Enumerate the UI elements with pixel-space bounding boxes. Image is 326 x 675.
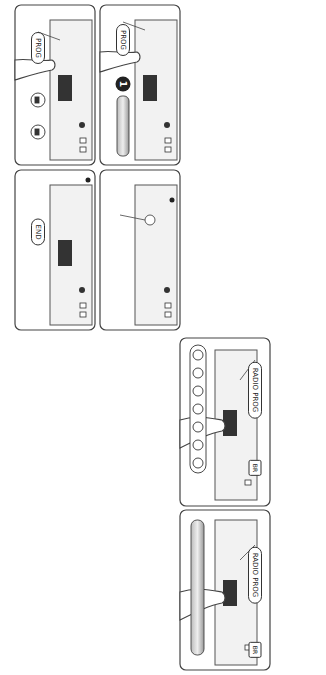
label-text: PROG — [119, 30, 127, 50]
terminal — [245, 480, 251, 485]
panel-frame — [15, 5, 95, 165]
terminal — [80, 303, 86, 308]
label-text: 1 — [118, 81, 128, 87]
label-text: RADIO PROG — [251, 368, 259, 413]
chip — [223, 410, 237, 436]
chip — [58, 75, 72, 101]
duration-bar — [191, 520, 204, 655]
beep-symbols — [190, 345, 206, 473]
terminal — [165, 147, 171, 152]
callout-label: RADIO PROG — [248, 547, 262, 604]
terminal — [80, 147, 86, 152]
component — [79, 287, 85, 293]
leader-line — [120, 215, 145, 220]
panel-frame — [180, 338, 270, 506]
panel-frame — [100, 5, 180, 165]
component — [164, 122, 170, 128]
circuit-board — [50, 185, 92, 325]
callout-label: 1 — [116, 77, 131, 92]
callout-label: PROG — [31, 32, 45, 64]
circuit-board — [50, 20, 92, 160]
terminal — [80, 312, 86, 317]
terminal — [165, 138, 171, 143]
callout-label: BR — [249, 460, 262, 476]
label-text: BR — [252, 646, 259, 654]
label-text: PROG — [34, 38, 42, 58]
circuit-board — [135, 185, 177, 325]
circuit-board — [135, 20, 177, 160]
terminal — [165, 312, 171, 317]
label-text: BR — [252, 464, 259, 472]
chip — [143, 75, 157, 101]
terminal — [80, 138, 86, 143]
component — [79, 122, 85, 128]
chip — [223, 580, 237, 606]
panel-frame — [15, 170, 95, 330]
duration-bar — [117, 96, 129, 156]
label-text: END — [34, 224, 42, 239]
beep-symbols — [31, 93, 45, 139]
callout-label: PROG — [116, 24, 130, 56]
indicator-dot — [170, 198, 175, 203]
callout-label: RADIO PROG — [248, 362, 262, 419]
callout-label: END — [31, 218, 45, 245]
chip — [58, 240, 72, 266]
panel-frame — [100, 170, 180, 330]
component — [164, 287, 170, 293]
panel-frame — [180, 510, 270, 670]
label-text: RADIO PROG — [251, 553, 259, 598]
indicator-dot — [86, 178, 91, 183]
led — [145, 215, 155, 225]
callout-label: BR — [249, 642, 262, 658]
terminal — [165, 303, 171, 308]
